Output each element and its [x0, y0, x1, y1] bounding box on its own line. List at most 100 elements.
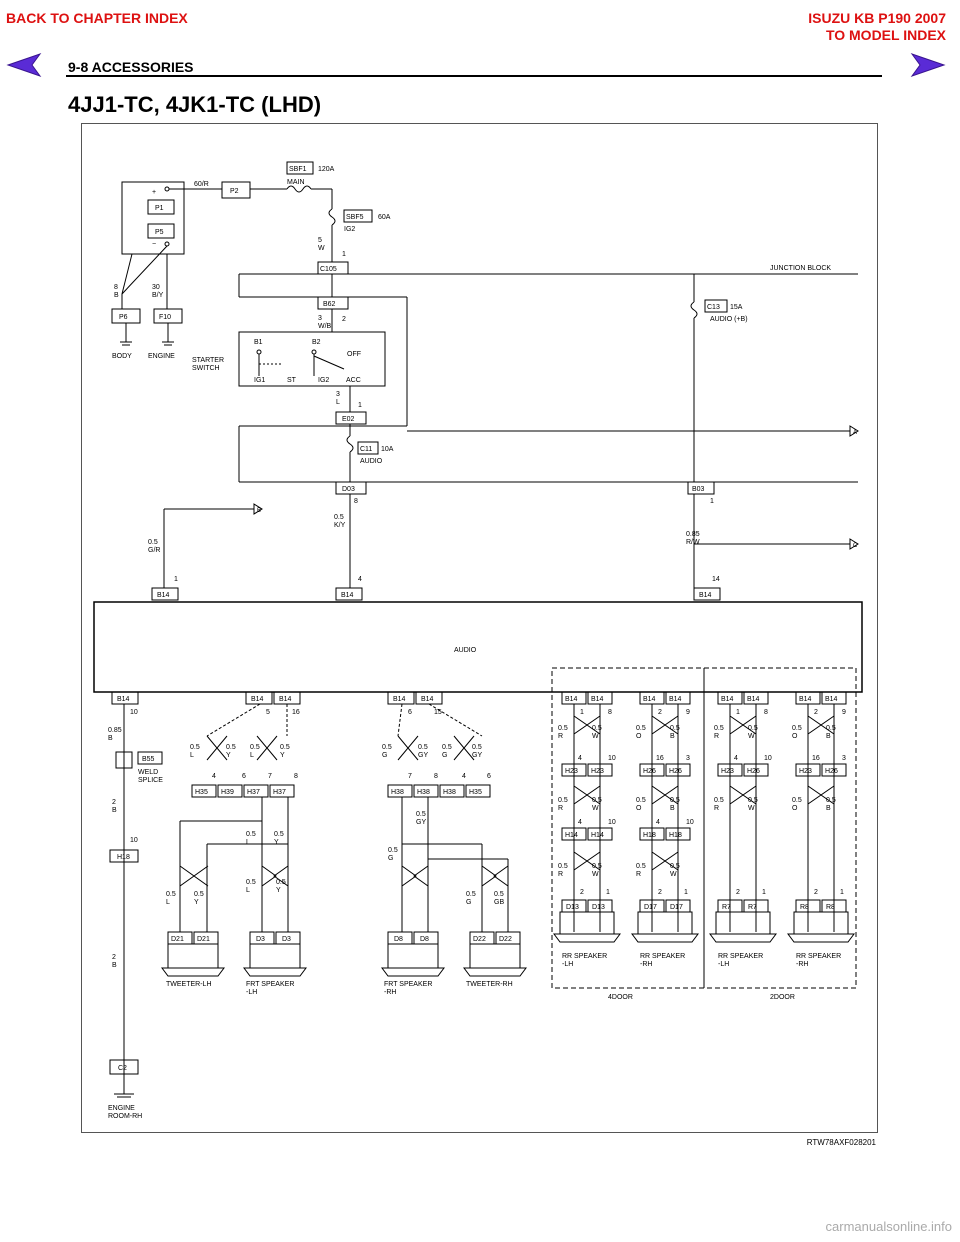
label: H26: [747, 768, 760, 775]
label: 8: [608, 709, 612, 716]
svg-text:B14: B14: [421, 696, 434, 703]
svg-text:MAIN: MAIN: [287, 179, 305, 186]
svg-text:C: C: [853, 543, 858, 549]
conn-h35: [191, 784, 217, 798]
svg-text:0.5Y: 0.5Y: [194, 891, 204, 906]
label: H23: [721, 768, 734, 775]
to-model-index-link[interactable]: TO MODEL INDEX: [825, 27, 946, 43]
svg-text:15: 15: [434, 709, 442, 716]
svg-text:0.5Y: 0.5Y: [226, 744, 236, 759]
svg-text:B14: B14: [117, 696, 130, 703]
svg-text:0.5L: 0.5L: [166, 891, 176, 906]
svg-text:10: 10: [130, 709, 138, 716]
conn-rear-h: [795, 763, 821, 777]
label: 1: [762, 889, 766, 896]
label: B14: [565, 696, 578, 703]
svg-text:B: B: [257, 508, 261, 514]
tweeter-lh-icon: [161, 943, 225, 977]
prev-page-arrow-icon[interactable]: [6, 52, 44, 78]
back-to-chapter-index-link[interactable]: BACK TO CHAPTER INDEX: [6, 10, 188, 26]
label: 4: [656, 819, 660, 826]
svg-text:0.5GY: 0.5GY: [472, 744, 482, 759]
svg-text:AUDIO: AUDIO: [360, 458, 383, 465]
wire-60r: 60/R: [194, 181, 209, 188]
conn-b14-in-1: [151, 587, 179, 601]
label: 4: [578, 819, 582, 826]
svg-text:0.85R/W: 0.85R/W: [686, 531, 700, 546]
svg-text:16: 16: [292, 709, 300, 716]
svg-text:10A: 10A: [381, 446, 394, 453]
svg-text:1: 1: [174, 576, 178, 583]
conn-h35-rh: [465, 784, 491, 798]
conn-e02: [335, 411, 367, 425]
audio-unit-label: AUDIO: [454, 647, 477, 654]
label: H14: [591, 832, 604, 839]
label: B14: [799, 696, 812, 703]
label: R7: [748, 904, 757, 911]
diagram-frame: + P1 P5 − 60/R P2 SBF1 120A MAIN SBF5 60…: [81, 123, 878, 1133]
svg-text:D22: D22: [473, 936, 486, 943]
svg-text:F10: F10: [159, 314, 171, 321]
svg-text:0.5GY: 0.5GY: [418, 744, 428, 759]
rear-speaker-label: RR SPEAKER-LH: [562, 953, 607, 968]
rear-speaker-icon: [709, 911, 777, 943]
conn-rear-h: [665, 827, 691, 841]
conn-h37b: [269, 784, 295, 798]
rear-speaker-label: RR SPEAKER-LH: [718, 953, 763, 968]
conn-b14-flh-a: [245, 691, 273, 705]
rear-speaker-icon: [787, 911, 855, 943]
conn-b14-ground: [111, 691, 139, 705]
label: 1: [606, 889, 610, 896]
svg-text:7: 7: [268, 773, 272, 780]
svg-text:P2: P2: [230, 188, 239, 195]
rear-2door-box: [703, 667, 857, 989]
arrow-b-icon: [253, 503, 263, 515]
label: H18: [669, 832, 682, 839]
label: R8: [800, 904, 809, 911]
ground-body: BODY: [112, 353, 132, 360]
svg-text:10: 10: [130, 837, 138, 844]
next-page-arrow-icon[interactable]: [908, 52, 946, 78]
battery-box: [121, 181, 185, 255]
svg-text:C13: C13: [707, 304, 720, 311]
svg-text:8B: 8B: [114, 284, 119, 299]
svg-text:H37: H37: [247, 789, 260, 796]
conn-rear-h: [561, 763, 587, 777]
conn-h37a: [243, 784, 269, 798]
label: 1: [684, 889, 688, 896]
label: H26: [825, 768, 838, 775]
svg-text:JUNCTION BLOCK: JUNCTION BLOCK: [770, 265, 831, 272]
ground-engine: ENGINE: [148, 353, 175, 360]
diagram-code: RTW78AXF028201: [806, 1138, 876, 1147]
rear-speaker-label: RR SPEAKER-RH: [640, 953, 685, 968]
label: 16: [812, 755, 820, 762]
conn-b14-in-3: [693, 587, 721, 601]
twist-icon: [807, 785, 835, 805]
twist-icon: [261, 865, 289, 887]
label: 1: [840, 889, 844, 896]
label: D17: [670, 904, 683, 911]
svg-text:0.5Y: 0.5Y: [276, 879, 286, 894]
svg-text:7: 7: [408, 773, 412, 780]
twist-icon: [573, 851, 601, 871]
wiring-diagram: + P1 P5 − 60/R P2 SBF1 120A MAIN SBF5 60…: [93, 161, 863, 1120]
svg-text:D8: D8: [420, 936, 429, 943]
svg-text:14: 14: [712, 576, 720, 583]
label: 2: [658, 889, 662, 896]
svg-text:D21: D21: [171, 936, 184, 943]
label: 9: [686, 709, 690, 716]
footer-watermark: carmanualsonline.info: [825, 1219, 952, 1234]
svg-text:5W: 5W: [318, 237, 325, 252]
svg-text:H37: H37: [273, 789, 286, 796]
model-header: ISUZU KB P190 2007 TO MODEL INDEX: [808, 10, 946, 44]
conn-rear-h: [561, 827, 587, 841]
